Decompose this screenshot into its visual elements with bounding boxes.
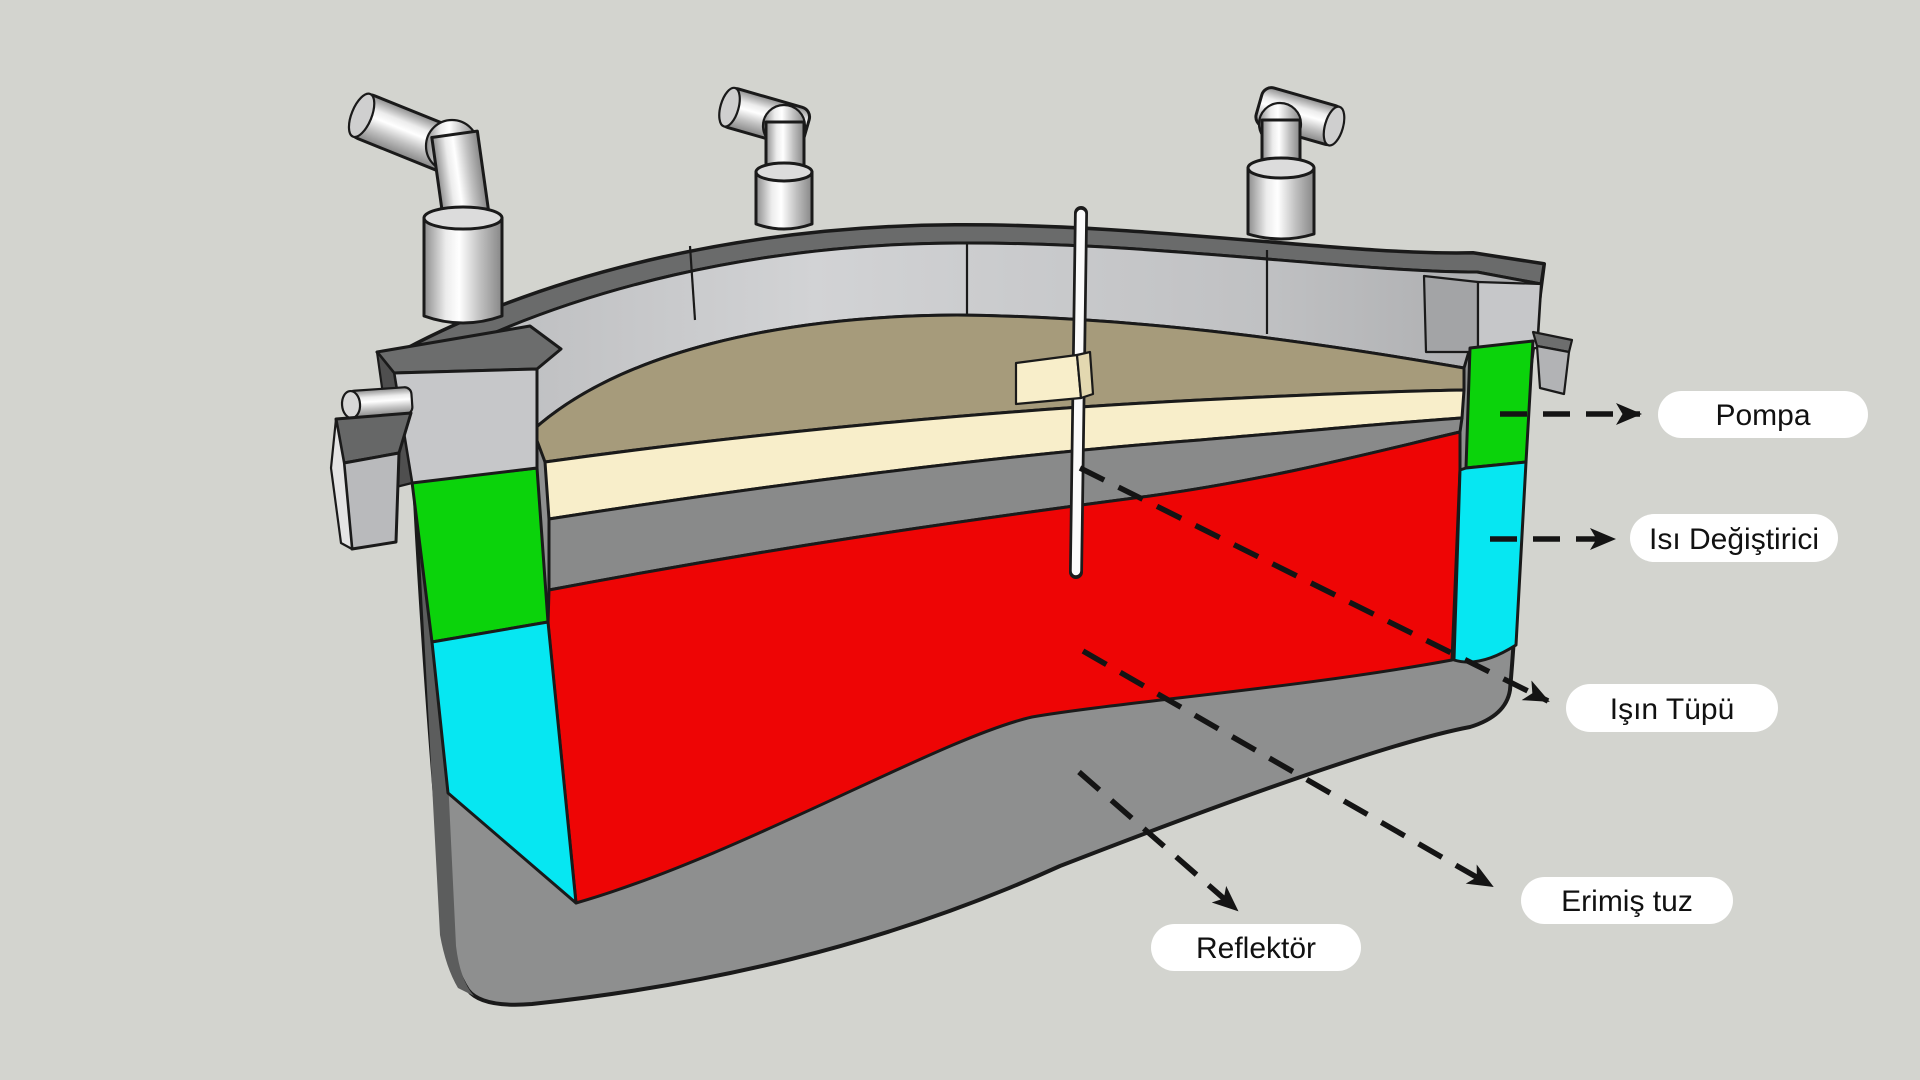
reflector-block-side [1075,350,1095,400]
pump-block-right [1464,339,1535,470]
pipe-fitting-right [1246,86,1346,241]
callout-ray-tube: Işın Tüpü [1566,684,1778,732]
pipe-fitting-left [347,92,504,325]
heat-exchanger-block-left [430,620,578,905]
pipe-fitting-middle [718,86,814,231]
callout-pill [1151,924,1361,971]
left-stub-pipe [340,386,414,420]
molten-salt-region [546,430,1462,905]
callout-line-molten-salt [1081,648,1494,889]
wall-seam [688,245,697,321]
pipe-base-top [754,161,814,183]
left-stub-pipe-cap [340,389,362,420]
pipe-base-top [1246,156,1316,180]
pipe-arm-cap [718,86,741,128]
cut-wall-face-left [392,367,539,485]
callout-heat-exchanger: Isı Değiştirici [1630,514,1838,562]
callout-pill [1566,684,1778,732]
pipe-base [422,216,504,325]
left-flange-side [329,417,354,551]
callout-label-reflector: Reflektör [1196,932,1316,965]
pipe-arm-cap [1322,105,1346,147]
pipe-base-top [422,205,504,231]
callout-pump: Pompa [1658,391,1868,438]
right-flange-face [1535,344,1571,396]
pipe-base [754,170,814,231]
callout-label-ray-tube: Işın Tüpü [1610,693,1735,726]
callout-pill [1630,514,1838,562]
pipe-arm-cap [347,92,376,139]
callout-label-molten-salt: Erimiş tuz [1561,885,1693,918]
pump-block-left [410,466,550,644]
pipe-base [1246,166,1316,241]
callout-pill [1521,877,1733,924]
heat-exchanger-block-right [1452,460,1528,664]
callout-label-pump: Pompa [1715,399,1810,432]
callout-reflector: Reflektör [1151,924,1361,971]
callout-label-heat-exchanger: Isı Değiştirici [1649,523,1819,556]
reflector-block-face [1014,353,1083,406]
callout-line-reflector [1077,769,1239,913]
callout-line-ray-tube [1078,465,1550,704]
callout-molten-salt: Erimiş tuz [1521,877,1733,924]
right-wall-panel [1422,274,1480,354]
left-flange-face [342,451,401,551]
callout-pill [1658,391,1868,438]
